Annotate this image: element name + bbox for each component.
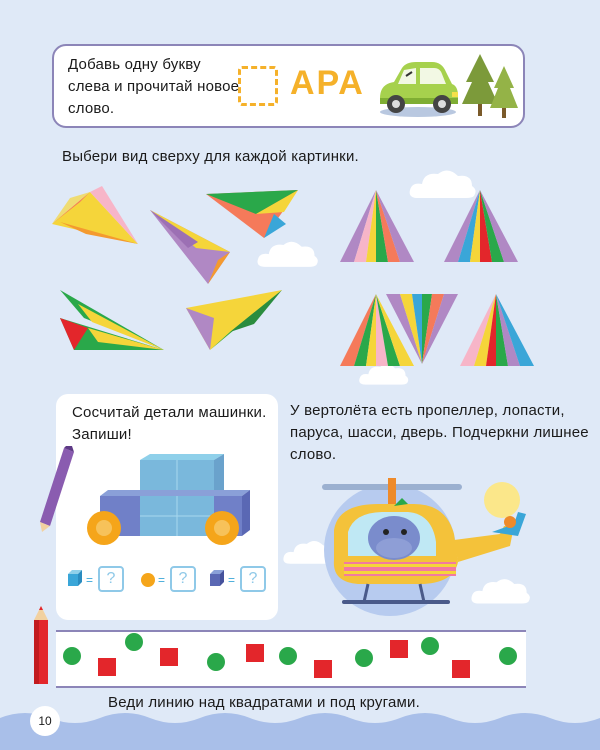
cloud-icon — [359, 364, 409, 385]
top-view-option-5[interactable] — [458, 292, 536, 368]
top-view-option-4[interactable] — [384, 292, 460, 366]
task-card-add-letter: Добавь одну букву слева и прочитай новое… — [52, 44, 525, 128]
top-view-option-1[interactable] — [338, 188, 416, 264]
task-instruction-add-letter: Добавь одну букву слева и прочитай новое… — [68, 56, 240, 117]
block-car-illustration — [87, 454, 250, 545]
answer-row-legend: = = = — [68, 570, 235, 587]
cloud-icon — [409, 170, 476, 198]
cloud-icon — [257, 241, 318, 267]
task-instruction-trace-line: Веди линию над квадратами и под кругами. — [108, 694, 420, 711]
paper-plane-4[interactable] — [58, 288, 168, 354]
cloud-icon — [471, 579, 530, 604]
answer-box-light-cube[interactable]: ? — [98, 566, 124, 592]
paper-plane-3[interactable] — [204, 184, 300, 244]
answer-box-dark-cube[interactable]: ? — [240, 566, 266, 592]
paper-plane-5[interactable] — [184, 288, 286, 354]
task-instruction-top-view: Выбери вид сверху для каждой картинки. — [62, 148, 359, 165]
answer-box-wheel[interactable]: ? — [170, 566, 196, 592]
svg-text:=: = — [86, 573, 93, 587]
car-icon — [380, 62, 458, 117]
page-number: 10 — [30, 706, 60, 736]
top-view-option-3[interactable] — [338, 292, 416, 368]
svg-text:=: = — [228, 573, 235, 587]
partial-word: АРА — [290, 64, 365, 102]
paper-plane-1[interactable] — [50, 184, 140, 248]
svg-text:=: = — [158, 573, 165, 587]
task-card-count-parts: Сосчитай детали машинки. Запиши! = = = ?… — [56, 394, 278, 620]
paper-plane-2[interactable] — [148, 208, 234, 288]
trees-icon — [462, 54, 518, 118]
task-instruction-count-parts: Сосчитай детали машинки. Запиши! — [72, 404, 267, 443]
bottom-wave-decoration — [0, 713, 600, 750]
top-view-option-2[interactable] — [442, 188, 520, 264]
helicopter-hippo-illustration — [322, 478, 526, 616]
purple-pencil-icon — [40, 446, 74, 532]
shape-row — [63, 633, 517, 678]
task-instruction-helicopter: У вертолёта есть пропеллер, лопасти, пар… — [290, 402, 589, 463]
red-pencil-icon — [34, 606, 48, 684]
letter-input-box[interactable] — [238, 66, 278, 106]
tracing-track[interactable] — [56, 630, 526, 688]
